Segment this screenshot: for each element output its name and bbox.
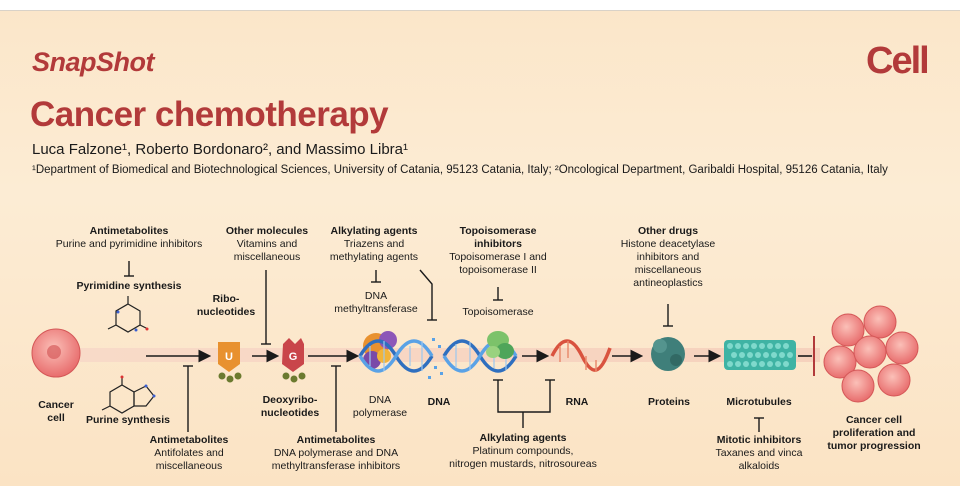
affiliations-line: ¹Department of Biomedical and Biotechnol…: [32, 164, 888, 176]
journal-logo: Cell: [866, 40, 930, 82]
inhibition-lines-bottom: [183, 365, 764, 432]
node-microtubules: Microtubules: [726, 396, 792, 408]
topoisomerase-icon: [486, 331, 514, 359]
node-proteins: Proteins: [647, 396, 690, 408]
pyrimidine-structure-icon: [107, 296, 149, 333]
top-border: [0, 0, 960, 11]
rna-strand-icon: [550, 339, 612, 372]
authors-line: Luca Falzone¹, Roberto Bordonaro², and M…: [32, 141, 409, 158]
node-cancer-proliferation: Cancer cell proliferation and tumor prog…: [827, 414, 921, 452]
microtubule-icon: [724, 340, 796, 370]
ribonucleotide-icon: [218, 342, 242, 383]
node-ribonucleotides: Ribo- nucleotides: [196, 293, 256, 318]
page-title: Cancer chemotherapy: [30, 95, 389, 134]
deoxyribonucleotide-icon: [282, 338, 306, 383]
cancer-cell-icon: [31, 328, 81, 378]
node-purine-synthesis: Purine synthesis: [85, 414, 171, 426]
purine-structure-icon: [101, 375, 156, 414]
node-dna-polymerase: DNA polymerase: [352, 394, 408, 419]
protein-icon: [651, 337, 685, 371]
node-dna-methyltransferase: DNA methyltransferase: [334, 290, 418, 315]
series-title: SnapShot: [32, 47, 155, 77]
node-dna: DNA: [427, 396, 451, 408]
node-rna: RNA: [565, 396, 589, 408]
node-deoxyribonucleotides: Deoxyribo- nucleotides: [260, 394, 320, 419]
node-cancer-cell: Cancer cell: [38, 399, 74, 424]
g-glyph: G: [289, 351, 298, 363]
inhibition-lines-top: [124, 261, 673, 345]
u-glyph: U: [225, 351, 233, 363]
tumor-cluster-icon: [823, 305, 919, 403]
node-topoisomerase: Topoisomerase: [462, 306, 534, 318]
node-pyrimidine-synthesis: Pyrimidine synthesis: [76, 280, 182, 292]
